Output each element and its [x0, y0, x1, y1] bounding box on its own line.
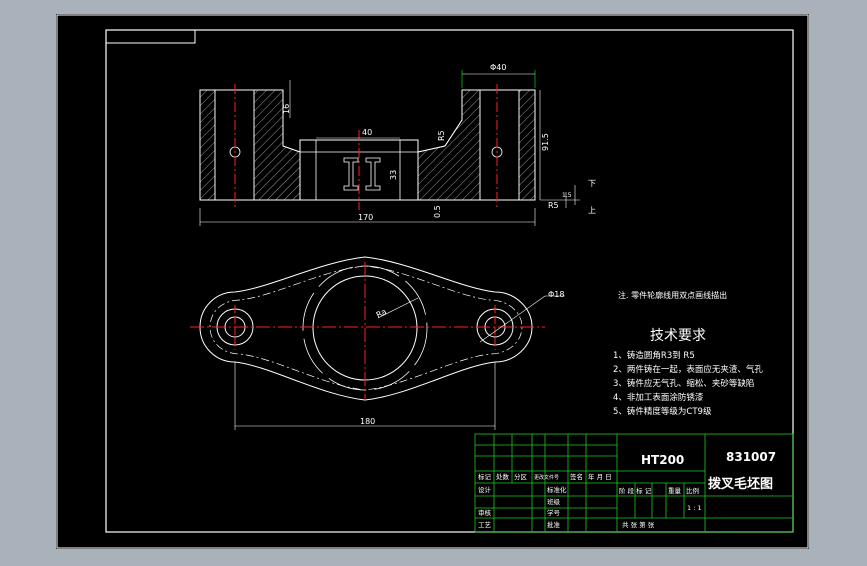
tb-approve: 批准: [547, 520, 561, 529]
dim-dia40: Φ40: [490, 63, 506, 72]
tb-class: 班级: [547, 497, 561, 506]
label-up: 上: [588, 206, 596, 215]
tb-count: 处数: [496, 472, 510, 481]
tb-standard: 标准化: [547, 485, 567, 494]
tech-title: 技术要求: [650, 328, 706, 344]
dim-180: 180: [360, 417, 375, 426]
tb-weight: 重量: [668, 487, 682, 495]
dim-r5: R5: [437, 130, 446, 141]
tb-scale-label: 比例: [686, 486, 699, 495]
dim-33: 33: [389, 170, 398, 180]
top-view: [190, 256, 565, 430]
tb-sheet-info: 共 张 第 张: [622, 520, 655, 529]
material-label: HT200: [641, 453, 684, 467]
tb-zone: 分区: [514, 472, 528, 481]
drawing-sheet: [56, 14, 809, 549]
front-section-view: [199, 70, 580, 226]
right-wall-hatch: [518, 89, 536, 201]
left-wall-hatch: [199, 89, 216, 201]
title-block: [474, 433, 794, 533]
dim-r6-5: R5: [548, 201, 559, 210]
note-text: 注. 零件轮廓线用双点画线描出: [618, 290, 727, 300]
tech-item-5: 5、铸件精度等级为CT9级: [613, 406, 712, 417]
dim-170: 170: [358, 213, 373, 222]
drawing-number: 831007: [726, 450, 776, 464]
dim-center-dia: Ra: [375, 307, 388, 320]
tb-design: 设计: [478, 485, 492, 494]
tech-item-2: 2、两件铸在一起，表面应无夹渣、气孔: [613, 364, 763, 375]
tb-student: 学号: [547, 508, 561, 517]
dim-0-5: 0.5: [433, 205, 442, 218]
dim-dia18: Φ18: [548, 290, 564, 299]
tech-item-3: 3、铸件应无气孔、缩松、夹砂等缺陷: [613, 378, 754, 389]
tb-stage: 阶 段 标 记: [619, 486, 652, 495]
tech-item-1: 1、铸造圆角R3到 R5: [613, 350, 695, 361]
tb-mark: 标记: [478, 472, 492, 481]
tb-process: 工艺: [478, 521, 492, 529]
tb-sign: 签名: [570, 472, 583, 481]
tb-change: 更改文件号: [534, 474, 559, 481]
sheet-border: [56, 14, 809, 549]
label-down: 下: [588, 179, 596, 188]
tb-review: 审核: [478, 508, 492, 517]
dim-small: 1.5: [562, 192, 572, 199]
dim-91-5: 91.5: [541, 133, 550, 151]
right-rib-hatch: [417, 89, 481, 201]
tech-item-4: 4、非加工表面涂防锈漆: [613, 392, 704, 403]
drawing-frame: [105, 29, 794, 533]
tb-date: 年 月 日: [588, 472, 612, 481]
drawing-name: 拨叉毛坯图: [708, 476, 773, 492]
dim-40: 40: [362, 128, 372, 137]
dim-16: 16: [282, 104, 291, 114]
tb-scale: 1 : 1: [687, 504, 702, 512]
top-left-box: [105, 29, 196, 44]
